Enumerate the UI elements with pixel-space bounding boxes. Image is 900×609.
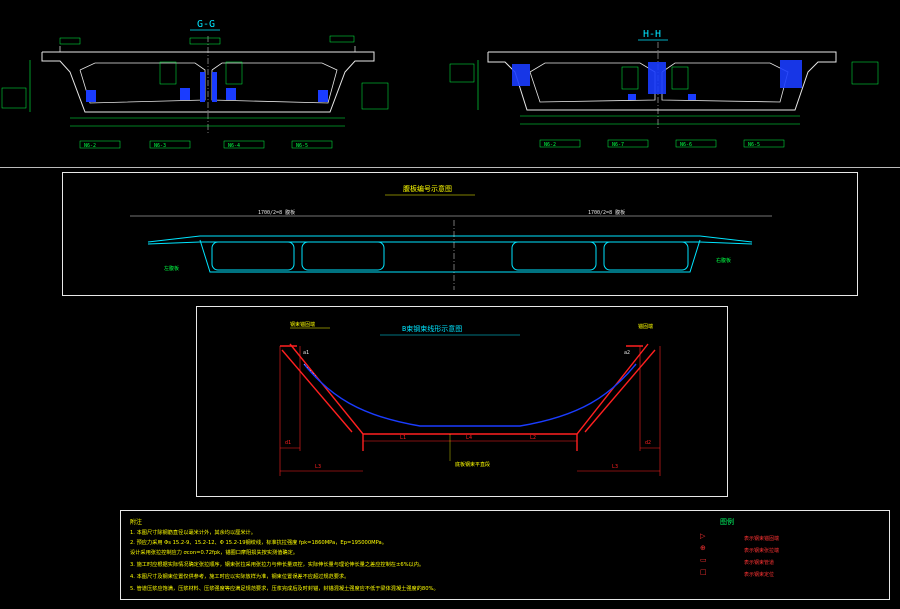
d-right: d2 — [645, 440, 651, 446]
note-6: 5. 管道压浆应饱满，压浆材料、压浆强度等应满足规范要求，压浆完成后及时封锚，封… — [130, 586, 439, 592]
tendon-profile-title: B束钢束线形示意图 — [402, 324, 462, 333]
right-anchor-tag: 锚固端 — [638, 323, 653, 330]
legend-title: 图例 — [720, 518, 734, 526]
legend-duct-icon: ▭ — [700, 556, 707, 564]
web-numbering-frame — [62, 172, 858, 296]
gg-label-1: N6-2 — [84, 143, 96, 149]
dim-3: L2 — [530, 435, 536, 441]
hh-label-4: N6-5 — [748, 142, 760, 148]
right-web-note: 右腹板 — [716, 257, 731, 264]
legend-anchor-icon: ▷ — [700, 532, 706, 540]
note-4: 3. 施工时应根据实际情况确定张拉顺序，钢束张拉采用张拉力与伸长量双控，实际伸长… — [130, 562, 425, 568]
width-right: L3 — [612, 464, 618, 470]
section-gg-title: G-G — [197, 19, 215, 30]
top-section-drawings: G-G — [1, 19, 879, 149]
notes-panel: 附注 1. 本图尺寸除钢筋直径以毫米计外，其余均以厘米计。 2. 预应力采用 Φ… — [120, 510, 890, 600]
left-web-note: 左腹板 — [164, 265, 179, 272]
notes-heading: 附注 — [130, 519, 143, 526]
dim-1: L1 — [400, 435, 406, 441]
note-2: 2. 预应力采用 Φs 15.2-9、15.2-12、Φ 15.2-19钢绞线，… — [130, 540, 387, 546]
section-gg: G-G — [1, 19, 389, 149]
note-1: 1. 本图尺寸除钢筋直径以毫米计外，其余均以厘米计。 — [130, 530, 256, 536]
web-numbering-drawing: 腹板编号示意图 1700/2=8 腹板 1700/2=8 腹板 左腹板 右腹板 — [130, 184, 772, 290]
dim-left: 1700/2=8 腹板 — [258, 209, 295, 216]
gg-label-4: N6-5 — [296, 143, 308, 149]
section-hh: H-H N6-2 N6-7 N6-6 N6-5 — [449, 29, 879, 148]
gg-label-2: N6-3 — [154, 143, 166, 149]
note-3: 设计采用张拉控制应力 σcon=0.72fpk，锚圈口摩阻损失按实测值确定。 — [130, 550, 298, 556]
legend-item-4: 表示钢束定位 — [744, 572, 775, 578]
tendon-profile-drawing: B束钢束线形示意图 钢束锚固端 锚固端 a1 a2 L1 L4 L2 d1 d2… — [279, 321, 661, 476]
legend-item-3: 表示钢束管道 — [744, 560, 775, 566]
note-5: 4. 本图尺寸及钢束位置仅供参考，施工时应以实际放样为准，钢束位置误差不应超过规… — [130, 574, 350, 580]
separator-line — [0, 167, 900, 168]
gg-bottom-labels: N6-2 N6-3 N6-4 N6-5 — [79, 140, 333, 149]
web-numbering-title: 腹板编号示意图 — [403, 184, 452, 193]
width-left: L3 — [315, 464, 321, 470]
gg-label-3: N6-4 — [228, 143, 240, 149]
legend-item-2: 表示钢束张拉端 — [744, 548, 780, 554]
section-hh-title: H-H — [643, 29, 661, 40]
legend-tension-icon: ⊕ — [700, 544, 706, 552]
bottom-straight-note: 底板钢束平直段 — [455, 461, 490, 468]
left-anchor-tag: 钢束锚固端 — [290, 321, 315, 328]
legend-position-icon: □ — [700, 568, 707, 576]
dim-2: L4 — [466, 435, 472, 441]
hh-bottom-labels: N6-2 N6-7 N6-6 N6-5 — [539, 139, 785, 148]
angle-a2: a2 — [624, 350, 630, 356]
angle-a1: a1 — [303, 350, 309, 356]
hh-label-3: N6-6 — [680, 142, 692, 148]
d-left: d1 — [285, 440, 291, 446]
hh-label-2: N6-7 — [612, 142, 624, 148]
hh-label-1: N6-2 — [544, 142, 556, 148]
dim-right: 1700/2=8 腹板 — [588, 209, 625, 216]
tendon-profile-frame — [196, 306, 728, 497]
legend-item-1: 表示钢束锚固端 — [744, 536, 780, 542]
